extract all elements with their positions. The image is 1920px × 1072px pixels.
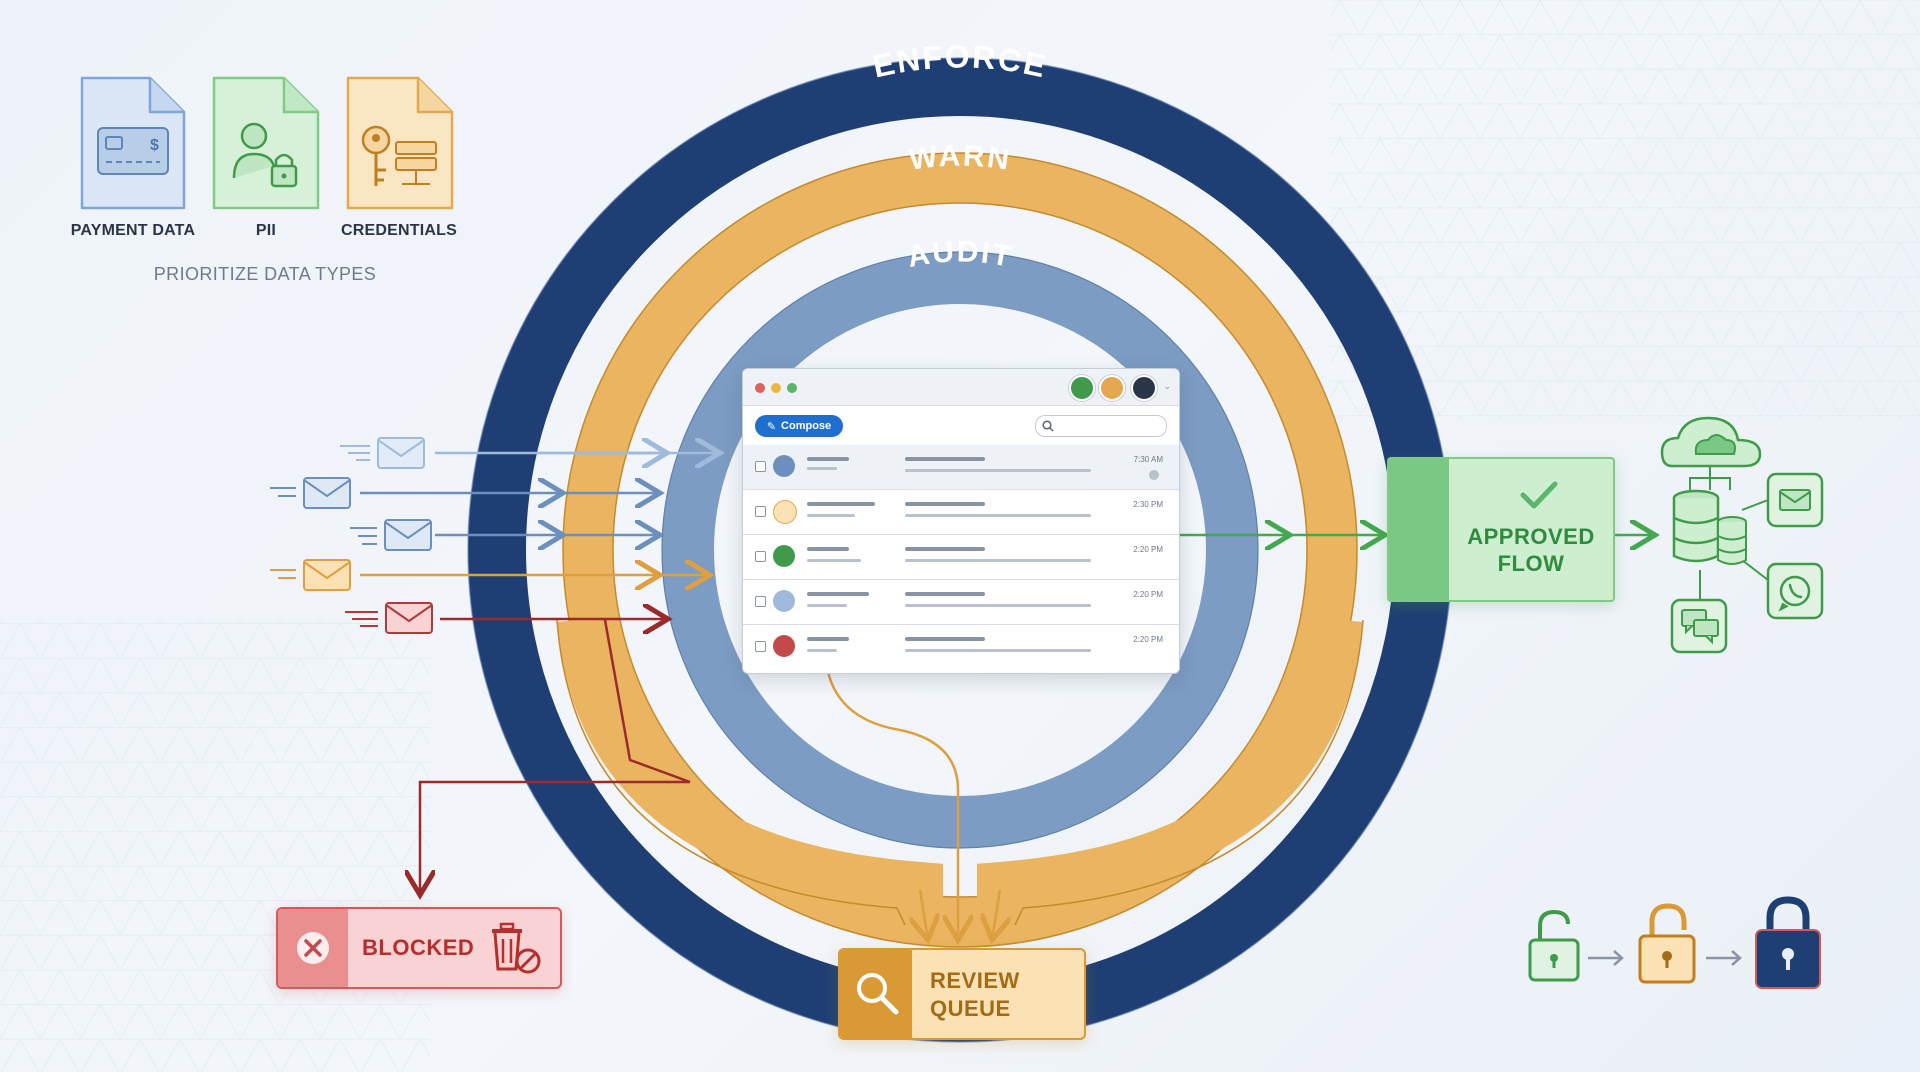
trash-blocked-icon	[492, 922, 541, 974]
incoming-flows	[360, 453, 1655, 940]
avatar[interactable]	[1099, 375, 1125, 401]
subject-placeholder	[905, 592, 985, 596]
arrow-icon-lock-1	[1588, 950, 1624, 966]
subject-placeholder	[905, 637, 985, 641]
lock-open-amber-icon	[1638, 903, 1696, 984]
cloud-icon	[1660, 416, 1762, 468]
chevron-down-icon[interactable]: ⌄	[1163, 381, 1171, 391]
list-item[interactable]: 7:30 AM	[743, 445, 1179, 490]
preview-placeholder	[905, 604, 1091, 607]
minimize-dot-icon[interactable]	[771, 383, 781, 393]
status-dot-icon	[1149, 470, 1159, 480]
maximize-dot-icon[interactable]	[787, 383, 797, 393]
approved-flow-label: APPROVED FLOW	[1467, 524, 1595, 576]
pii-label: PII	[255, 222, 277, 239]
list-item[interactable]: 2:20 PM	[743, 535, 1179, 580]
close-dot-icon[interactable]	[755, 383, 765, 393]
credentials-card	[346, 76, 454, 210]
key-server-icon	[361, 125, 437, 186]
audit-ring	[662, 252, 1258, 848]
row-time: 2:20 PM	[1133, 590, 1163, 599]
sender-placeholder	[807, 502, 875, 506]
sender-placeholder	[807, 604, 847, 607]
envelope-icon-4	[270, 559, 351, 591]
warn-label: WARN	[907, 139, 1013, 176]
whatsapp-icon	[1766, 562, 1824, 620]
preview-placeholder	[905, 469, 1091, 472]
sender-placeholder	[807, 547, 849, 551]
payment-data-label: PAYMENT DATA	[70, 222, 196, 239]
search-input[interactable]	[1035, 415, 1167, 437]
envelope-icon-3	[350, 519, 432, 551]
compose-label: Compose	[781, 420, 832, 432]
avatar[interactable]	[1069, 375, 1095, 401]
avatar	[773, 545, 795, 567]
sender-placeholder	[807, 559, 861, 562]
row-time: 2:20 PM	[1133, 635, 1163, 644]
sender-placeholder	[807, 592, 869, 596]
sender-placeholder	[807, 457, 849, 461]
payment-data-card: $	[80, 76, 186, 210]
email-inbox-window: ⌄ ✎ Compose 7:30 AM	[742, 368, 1180, 674]
blocked-box: BLOCKED	[276, 907, 562, 989]
avatar[interactable]	[1131, 375, 1157, 401]
list-item[interactable]: 2:20 PM	[743, 625, 1179, 669]
sender-placeholder	[807, 514, 855, 517]
avatar	[773, 635, 795, 657]
audit-label: AUDIT	[905, 235, 1015, 274]
row-checkbox[interactable]	[755, 506, 766, 517]
lock-closed-navy-icon	[1755, 896, 1821, 989]
sender-placeholder	[807, 637, 849, 641]
sender-placeholder	[807, 467, 837, 470]
row-checkbox[interactable]	[755, 551, 766, 562]
data-types-caption: PRIORITIZE DATA TYPES	[153, 264, 377, 284]
list-item[interactable]: 2:20 PM	[743, 580, 1179, 625]
channel-connectors	[1689, 466, 1769, 600]
window-titlebar: ⌄	[743, 369, 1179, 406]
envelope-icon-2	[270, 477, 351, 509]
checkmark-icon	[1520, 481, 1558, 509]
chat-icon	[1670, 598, 1728, 654]
row-checkbox[interactable]	[755, 641, 766, 652]
approved-flow-box: APPROVED FLOW	[1387, 457, 1615, 602]
svg-text:$: $	[150, 137, 159, 154]
database-icon	[1672, 489, 1747, 565]
pii-card	[212, 76, 320, 210]
arrow-icon-lock-2	[1706, 950, 1742, 966]
lock-open-green-icon	[1528, 909, 1580, 982]
blocked-label: BLOCKED	[362, 935, 475, 960]
subject-placeholder	[905, 502, 985, 506]
envelope-icon-5	[345, 602, 433, 634]
user-lock-icon	[232, 122, 298, 188]
magnifier-icon	[857, 973, 899, 1015]
row-time: 2:20 PM	[1133, 545, 1163, 554]
close-icon	[297, 932, 329, 964]
compose-button[interactable]: ✎ Compose	[755, 415, 843, 437]
preview-placeholder	[905, 559, 1091, 562]
avatar	[773, 455, 795, 477]
review-queue-label: REVIEW QUEUE	[930, 968, 1020, 1021]
subject-placeholder	[905, 457, 985, 461]
subject-placeholder	[905, 547, 985, 551]
credentials-label: CREDENTIALS	[341, 222, 457, 239]
envelope-icon-1	[340, 437, 425, 469]
pencil-icon: ✎	[766, 420, 777, 433]
credit-card-icon: $	[97, 127, 169, 175]
mail-icon	[1766, 472, 1824, 528]
preview-placeholder	[905, 649, 1091, 652]
preview-placeholder	[905, 514, 1091, 517]
row-checkbox[interactable]	[755, 461, 766, 472]
sender-placeholder	[807, 649, 837, 652]
row-time: 2:30 PM	[1133, 500, 1163, 509]
avatar	[773, 500, 797, 524]
review-queue-box: REVIEW QUEUE	[838, 948, 1086, 1040]
row-checkbox[interactable]	[755, 596, 766, 607]
list-item[interactable]: 2:30 PM	[743, 490, 1179, 535]
avatar	[773, 590, 795, 612]
row-time: 7:30 AM	[1133, 455, 1163, 464]
search-icon	[1042, 420, 1054, 432]
